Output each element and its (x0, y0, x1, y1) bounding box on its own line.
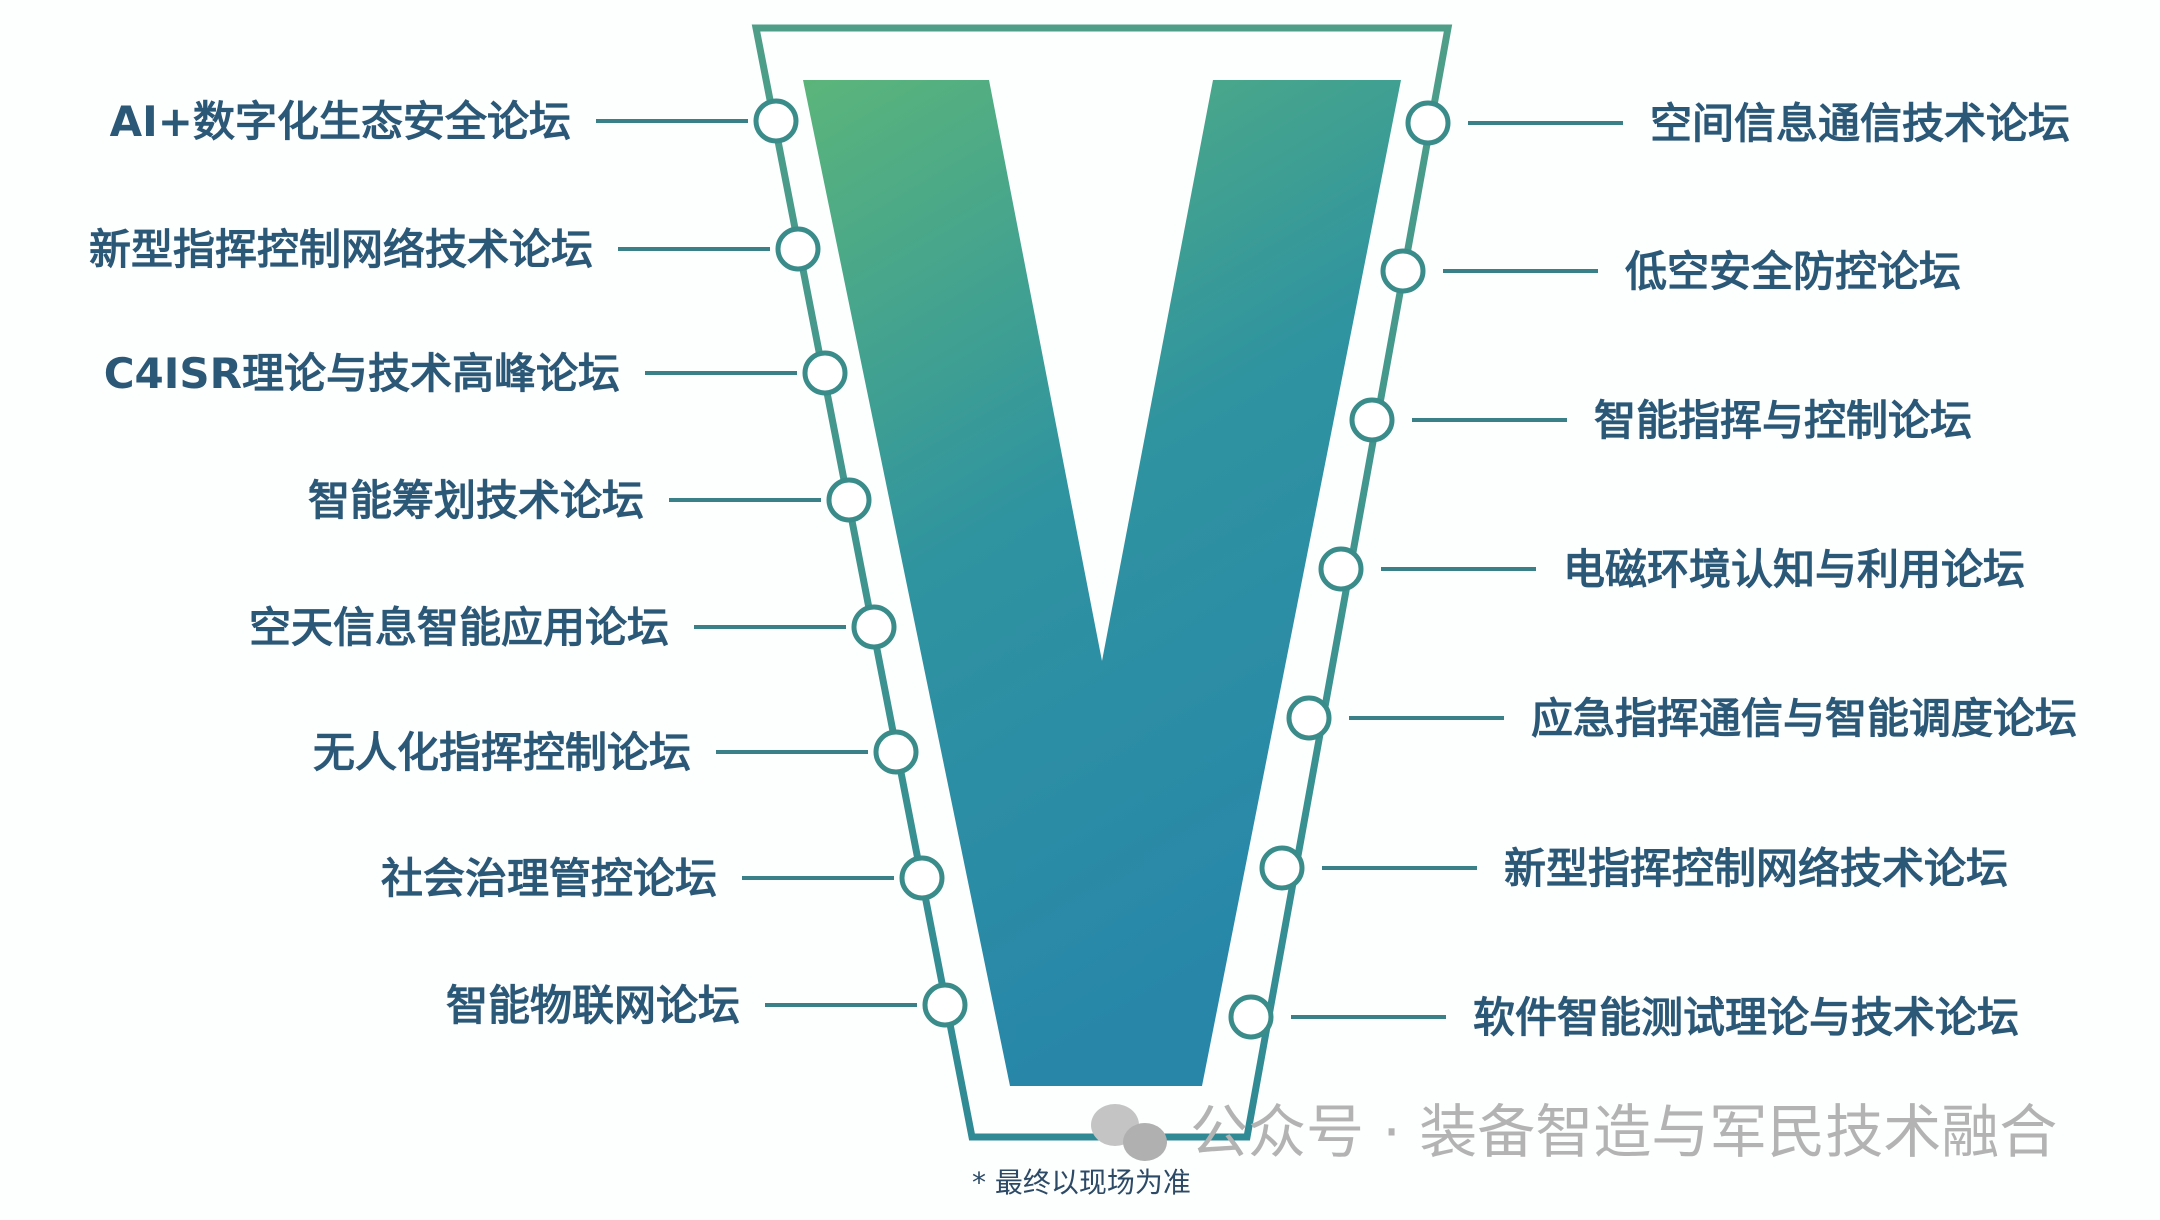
node-circle (1228, 994, 1274, 1040)
forum-item-left: AI+数字化生态安全论坛 (110, 97, 799, 146)
node-circle (873, 729, 919, 775)
forum-item-left: C4ISR理论与技术高峰论坛 (104, 349, 848, 398)
forum-item-right: 软件智能测试理论与技术论坛 (1228, 993, 2019, 1042)
watermark-text: 公众号 · 装备智造与军民技术融合 (1190, 1098, 2057, 1166)
forum-item-right: 电磁环境认知与利用论坛 (1318, 545, 2025, 594)
forum-label: 无人化指挥控制论坛 (313, 728, 691, 777)
node-circle (1405, 100, 1451, 146)
forum-item-right: 新型指挥控制网络技术论坛 (1259, 844, 2008, 893)
node-circle (1259, 845, 1305, 891)
wechat-icon (1091, 1104, 1167, 1161)
forum-label: 空间信息通信技术论坛 (1650, 99, 2070, 148)
node-circle (851, 604, 897, 650)
forum-label: 新型指挥控制网络技术论坛 (1504, 844, 2008, 893)
v-letter (803, 80, 1401, 1086)
node-circle (753, 98, 799, 144)
forum-label: 低空安全防控论坛 (1625, 247, 1961, 296)
node-circle (1286, 695, 1332, 741)
node-circle (775, 226, 821, 272)
forum-label: AI+数字化生态安全论坛 (110, 97, 571, 146)
node-circle (802, 350, 848, 396)
forum-item-left: 无人化指挥控制论坛 (313, 728, 919, 777)
node-circle (1318, 546, 1364, 592)
node-circle (1349, 397, 1395, 443)
forum-label: 社会治理管控论坛 (381, 854, 717, 903)
forum-label: 电磁环境认知与利用论坛 (1563, 545, 2025, 594)
forum-label: C4ISR理论与技术高峰论坛 (104, 349, 620, 398)
forum-label: 智能指挥与控制论坛 (1594, 396, 1972, 445)
forum-item-left: 智能筹划技术论坛 (308, 476, 872, 525)
node-circle (899, 855, 945, 901)
forum-item-left: 空天信息智能应用论坛 (249, 603, 897, 652)
forum-label: 软件智能测试理论与技术论坛 (1473, 993, 2019, 1042)
forum-label: 应急指挥通信与智能调度论坛 (1531, 694, 2077, 743)
forum-item-left: 新型指挥控制网络技术论坛 (89, 225, 821, 274)
footnote: * 最终以现场为准 (972, 1166, 1191, 1199)
forum-item-right: 智能指挥与控制论坛 (1349, 396, 1972, 445)
forum-label: 空天信息智能应用论坛 (249, 603, 669, 652)
node-circle (826, 477, 872, 523)
watermark: 公众号 · 装备智造与军民技术融合 (1091, 1098, 2057, 1166)
node-circle (1380, 248, 1426, 294)
forum-label: 新型指挥控制网络技术论坛 (89, 225, 593, 274)
forum-item-right: 应急指挥通信与智能调度论坛 (1286, 694, 2077, 743)
forum-item-right: 低空安全防控论坛 (1380, 247, 1961, 296)
forum-item-left: 智能物联网论坛 (446, 981, 968, 1030)
forum-item-right: 空间信息通信技术论坛 (1405, 99, 2070, 148)
forum-item-left: 社会治理管控论坛 (381, 854, 945, 903)
forum-label: 智能筹划技术论坛 (308, 476, 644, 525)
forum-label: 智能物联网论坛 (446, 981, 740, 1030)
node-circle (922, 982, 968, 1028)
